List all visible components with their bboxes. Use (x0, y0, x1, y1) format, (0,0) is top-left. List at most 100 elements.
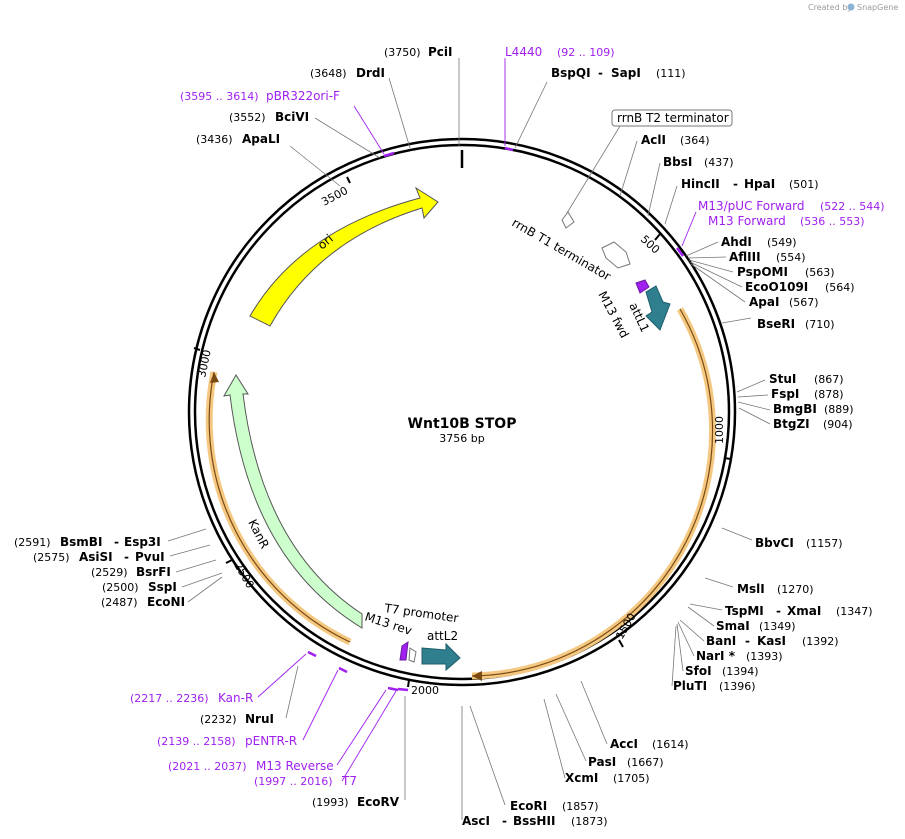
svg-text:BseRI: BseRI (757, 317, 795, 331)
svg-text:AclI: AclI (641, 133, 666, 147)
ori-feature[interactable] (249, 186, 439, 327)
enzyme-pluti[interactable]: PluTI (1396) (673, 679, 756, 693)
svg-text:BsrFI: BsrFI (136, 565, 171, 579)
svg-text:HpaI: HpaI (744, 177, 775, 191)
enzyme-ecorv[interactable]: (1993) EcoRV (312, 795, 400, 809)
enzyme-asisi-pvui[interactable]: (2575) AsiSI - PvuI (33, 550, 165, 564)
primer-mark-kan-r (307, 650, 317, 658)
primer-t7[interactable]: (1997 .. 2016) T7 (254, 774, 357, 788)
svg-text:pBR322ori-F: pBR322ori-F (266, 89, 340, 103)
enzyme-fspi[interactable]: FspI (878) (771, 387, 844, 401)
svg-text:AccI: AccI (610, 737, 638, 751)
svg-text:(1157): (1157) (806, 537, 843, 550)
svg-text:PvuI: PvuI (135, 550, 165, 564)
enzyme-econi[interactable]: (2487) EcoNI (101, 595, 185, 609)
enzyme-bseri[interactable]: BseRI (710) (757, 317, 835, 331)
enzyme-ecori[interactable]: EcoRI (1857) (510, 799, 599, 813)
enzyme-ahdi[interactable]: AhdI (549) (721, 235, 797, 249)
tick-500 (654, 233, 661, 241)
svg-text:(1396): (1396) (719, 680, 756, 693)
tick-2500 (225, 559, 233, 564)
svg-text:BanI: BanI (706, 634, 736, 648)
svg-text:(3648): (3648) (310, 67, 347, 80)
svg-text:SmaI: SmaI (716, 619, 750, 633)
m13-fwd-feature[interactable] (635, 279, 650, 294)
enzyme-bsrfi[interactable]: (2529) BsrFI (91, 565, 171, 579)
enzyme-hincii-hpai[interactable]: HincII - HpaI (501) (681, 177, 819, 191)
rrnb-t1-terminator-feature[interactable] (601, 241, 631, 269)
svg-text:(1394): (1394) (722, 665, 759, 678)
svg-text:NarI *: NarI * (696, 649, 736, 663)
svg-text:SspI: SspI (148, 580, 177, 594)
primer-pentr-r[interactable]: (2139 .. 2158) pENTR-R (157, 734, 297, 748)
enzyme-bmgbi[interactable]: BmgBI (889) (773, 402, 854, 416)
svg-text:(3552): (3552) (229, 111, 266, 124)
enzyme-nari[interactable]: NarI * (1393) (696, 649, 783, 663)
enzyme-tspmi-xmai[interactable]: TspMI - XmaI (1347) (725, 604, 873, 618)
svg-text:BbvCI: BbvCI (755, 536, 794, 550)
svg-text:(2021 .. 2037): (2021 .. 2037) (168, 760, 247, 773)
primer-pbr322ori-f[interactable]: (3595 .. 3614) pBR322ori-F (180, 89, 340, 103)
svg-text:Kan-R: Kan-R (218, 691, 253, 705)
t7-promoter-feature[interactable] (408, 647, 417, 663)
primer-m13-forward[interactable]: M13 Forward (536 .. 553) (708, 214, 865, 228)
svg-text:AhdI: AhdI (721, 235, 752, 249)
enzyme-smai[interactable]: SmaI (1349) (716, 619, 796, 633)
enzyme-bsmbi-esp3i[interactable]: (2591) BsmBI - Esp3I (14, 535, 161, 549)
svg-text:T7: T7 (341, 774, 357, 788)
enzyme-pcii[interactable]: (3750) PciI (384, 45, 453, 59)
enzyme-sfoi[interactable]: SfoI (1394) (685, 664, 759, 678)
primer-kan-r[interactable]: (2217 .. 2236) Kan-R (130, 691, 253, 705)
enzyme-pasi[interactable]: PasI (1667) (588, 755, 664, 769)
enzyme-acli[interactable]: AclI (364) (641, 133, 710, 147)
attl1-feature[interactable] (645, 285, 671, 331)
enzyme-bbvci[interactable]: BbvCI (1157) (755, 536, 843, 550)
enzyme-acci[interactable]: AccI (1614) (610, 737, 689, 751)
enzyme-stui[interactable]: StuI (867) (769, 372, 844, 386)
svg-text:(564): (564) (825, 281, 855, 294)
enzyme-bspqi-sapi[interactable]: BspQI - SapI (111) (551, 66, 686, 80)
rrnb-t2-terminator-feature[interactable] (561, 211, 575, 229)
svg-text:EcoO109I: EcoO109I (745, 280, 808, 294)
svg-text:(3595 .. 3614): (3595 .. 3614) (180, 90, 259, 103)
svg-text:(554): (554) (776, 251, 806, 264)
svg-text:-: - (776, 604, 781, 618)
svg-text:(2217 .. 2236): (2217 .. 2236) (130, 692, 209, 705)
enzyme-afliii[interactable]: AflIII (554) (729, 250, 806, 264)
enzyme-ecoo109i[interactable]: EcoO109I (564) (745, 280, 855, 294)
rrnb-t2-leader (566, 125, 621, 214)
enzyme-msli[interactable]: MslI (1270) (737, 582, 814, 596)
primer-l4440[interactable]: L4440 (92 .. 109) (505, 45, 615, 59)
svg-text:(1347): (1347) (836, 605, 873, 618)
svg-text:StuI: StuI (769, 372, 796, 386)
tick-label-3500: 3500 (319, 184, 350, 209)
enzyme-bcivi[interactable]: (3552) BciVI (229, 110, 309, 124)
svg-text:TspMI: TspMI (725, 604, 764, 618)
svg-text:(1873): (1873) (571, 815, 608, 828)
primer-m13-reverse[interactable]: (2021 .. 2037) M13 Reverse (168, 759, 334, 773)
enzyme-sspi[interactable]: (2500) SspI (102, 580, 177, 594)
orf-arc-right[interactable] (471, 307, 717, 680)
svg-text:BsmBI: BsmBI (60, 535, 102, 549)
svg-text:(536 .. 553): (536 .. 553) (800, 215, 865, 228)
svg-text:(2232): (2232) (200, 713, 237, 726)
svg-text:DrdI: DrdI (356, 66, 385, 80)
rrnb-t2-terminator-label: rrnB T2 terminator (617, 111, 729, 125)
enzyme-drdi[interactable]: (3648) DrdI (310, 66, 385, 80)
kanr-feature[interactable] (223, 374, 363, 629)
svg-text:(1993): (1993) (312, 796, 349, 809)
enzyme-bani-kasi[interactable]: BanI - KasI (1392) (706, 634, 839, 648)
attl2-feature[interactable] (421, 642, 461, 672)
primer-m13-puc-forward[interactable]: M13/pUC Forward (522 .. 544) (698, 199, 885, 213)
enzyme-asci-bsshii[interactable]: AscI - BssHII (1873) (462, 814, 608, 828)
enzyme-bbsi[interactable]: BbsI (437) (663, 155, 734, 169)
enzyme-pspomi[interactable]: PspOMI (563) (737, 265, 835, 279)
m13-rev-feature[interactable] (399, 640, 409, 661)
enzyme-btgzi[interactable]: BtgZI (904) (773, 417, 853, 431)
enzyme-apali[interactable]: (3436) ApaLI (196, 132, 280, 146)
svg-text:(2575): (2575) (33, 551, 70, 564)
snapgene-logo-icon (847, 3, 855, 11)
enzyme-apai[interactable]: ApaI (567) (749, 295, 819, 309)
enzyme-xcmi[interactable]: XcmI (1705) (565, 771, 650, 785)
enzyme-nrui[interactable]: (2232) NruI (200, 712, 274, 726)
